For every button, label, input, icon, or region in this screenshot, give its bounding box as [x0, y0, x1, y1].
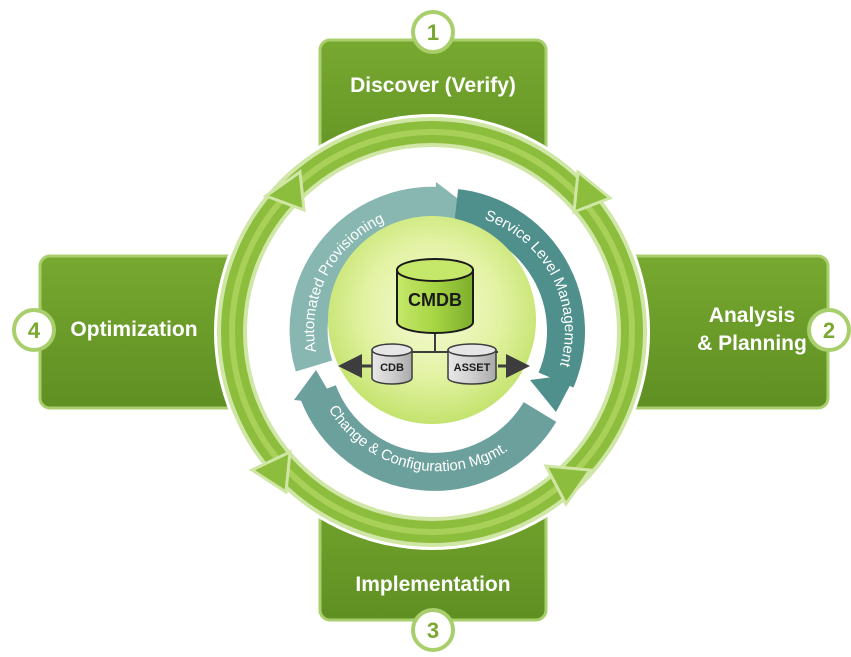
arrow-head-bottom-left — [248, 449, 292, 495]
step-number-3: 3 — [427, 618, 439, 643]
outer-ring-arrowheads — [248, 169, 613, 507]
step-badge-3: 3 — [411, 608, 455, 652]
arc-automated-provisioning — [289, 186, 442, 372]
cdb-label: CDB — [380, 362, 404, 374]
step-badge-4: 4 — [12, 308, 56, 352]
asset-database-icon: ASSET — [447, 343, 497, 385]
arc-arrow-service-level — [530, 374, 576, 412]
arc-change-configuration — [300, 384, 557, 491]
step-badge-1: 1 — [411, 10, 455, 54]
cmdb-database-icon: CMDB — [396, 258, 474, 334]
arrow-head-bottom-right — [543, 464, 593, 507]
step-badge-2: 2 — [807, 308, 851, 352]
phase-1-label: Discover (Verify) — [350, 74, 516, 97]
phase-2-label-line2: & Planning — [697, 332, 807, 355]
asset-label: ASSET — [454, 362, 491, 374]
arc-arrow-change — [294, 370, 336, 404]
step-number-1: 1 — [427, 20, 439, 45]
phase-4-label: Optimization — [70, 318, 197, 341]
arrow-head-top-right — [572, 169, 613, 215]
phase-3-label: Implementation — [355, 573, 510, 596]
arc-service-level — [453, 189, 585, 388]
step-number-2: 2 — [823, 318, 835, 343]
step-number-4: 4 — [28, 318, 41, 343]
cdb-database-icon: CDB — [371, 343, 413, 385]
outer-cycle-ring — [217, 117, 647, 547]
cmdb-label: CMDB — [408, 290, 462, 310]
inner-process-ring — [289, 182, 585, 491]
arrow-head-top-left — [262, 169, 306, 213]
phase-2-label-line1: Analysis — [709, 304, 795, 327]
